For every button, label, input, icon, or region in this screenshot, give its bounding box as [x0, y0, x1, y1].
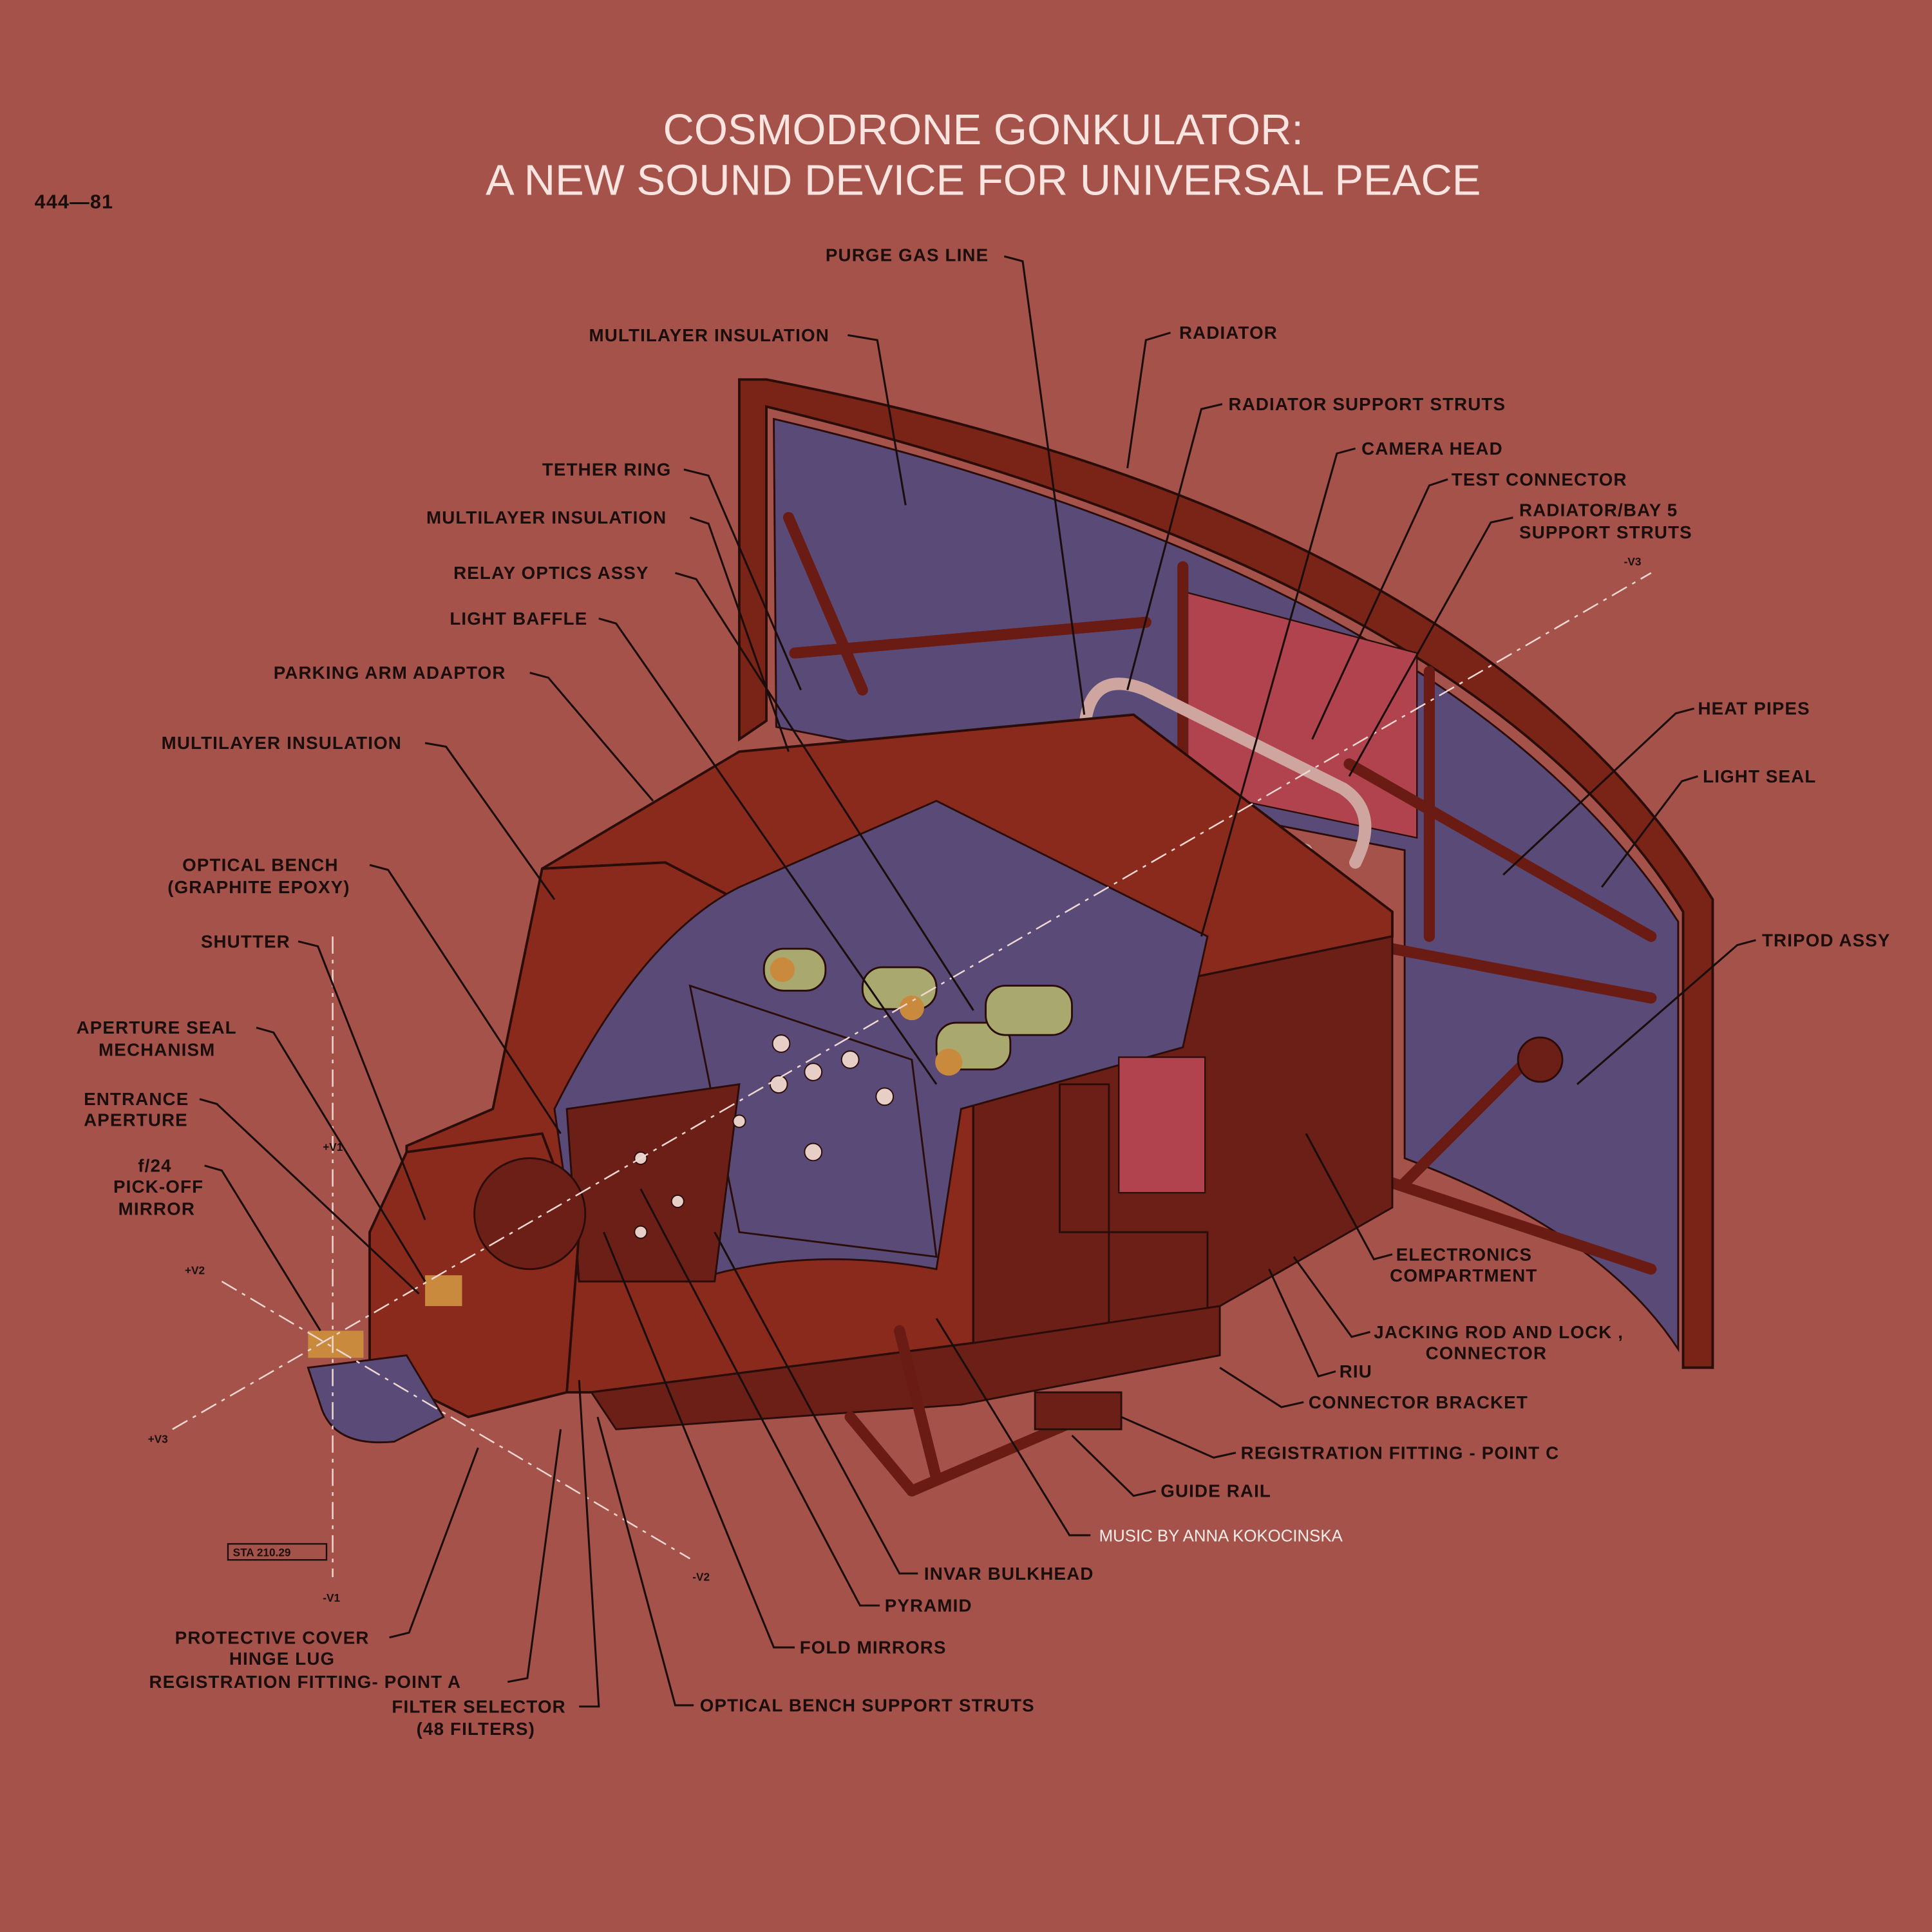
label-optical-bench-struts: OPTICAL BENCH SUPPORT STRUTS: [700, 1696, 1035, 1716]
label-aperture-seal-line1: APERTURE SEAL: [77, 1018, 237, 1037]
label-radiator: RADIATOR: [1179, 323, 1278, 343]
label-optical-bench-line1: OPTICAL BENCH: [182, 855, 338, 875]
label-electronics-line1: ELECTRONICS: [1396, 1244, 1532, 1264]
axis-plus-v3: +V3: [148, 1432, 168, 1445]
label-entrance-line1: ENTRANCE: [84, 1089, 189, 1109]
label-light-baffle: LIGHT BAFFLE: [450, 609, 587, 629]
axis-minus-v3: -V3: [1624, 555, 1642, 568]
axis-plus-v1: +V1: [323, 1141, 343, 1153]
label-multilayer-insulation-low: MULTILAYER INSULATION: [162, 733, 402, 753]
label-radiator-bay5-line2: SUPPORT STRUTS: [1519, 522, 1692, 542]
label-pickoff-line2: PICK-OFF: [113, 1177, 204, 1197]
radiator-panel: [773, 417, 1680, 1352]
label-multilayer-insulation-mid: MULTILAYER INSULATION: [426, 507, 667, 527]
label-reg-fitting-a: REGISTRATION FITTING- POINT A: [149, 1672, 462, 1692]
label-riu: RIU: [1340, 1361, 1372, 1381]
label-pickoff-line3: MIRROR: [118, 1198, 195, 1218]
axis-minus-v2: -V2: [692, 1571, 710, 1584]
coordinate-axes: +V1 -V1 +V2 -V2 +V3 -V3 STA 210.29: [148, 555, 1652, 1604]
label-reg-fitting-c: REGISTRATION FITTING - POINT C: [1241, 1443, 1560, 1463]
label-jacking-line2: CONNECTOR: [1426, 1343, 1548, 1363]
label-protective-cover-line1: PROTECTIVE COVER: [175, 1627, 370, 1647]
label-fold-mirrors: FOLD MIRRORS: [800, 1638, 947, 1658]
label-pyramid: PYRAMID: [885, 1596, 972, 1616]
music-credit: MUSIC BY ANNA KOKOCINSKA: [1099, 1527, 1343, 1545]
label-filter-selector-line1: FILTER SELECTOR: [392, 1696, 565, 1716]
label-tripod-assy: TRIPOD ASSY: [1762, 930, 1891, 950]
device-illustration: [307, 378, 1714, 1497]
title-line-1: COSMODRONE GONKULATOR:: [663, 106, 1303, 154]
station-label: STA 210.29: [233, 1546, 291, 1558]
label-parking-arm: PARKING ARM ADAPTOR: [274, 663, 506, 683]
label-camera-head: CAMERA HEAD: [1361, 439, 1503, 459]
label-optical-bench-line2: (GRAPHITE EPOXY): [167, 877, 350, 897]
label-test-connector: TEST CONNECTOR: [1452, 469, 1627, 489]
label-radiator-bay5-line1: RADIATOR/BAY 5: [1519, 500, 1678, 520]
label-shutter: SHUTTER: [201, 931, 290, 951]
label-multilayer-insulation-top: MULTILAYER INSULATION: [589, 325, 829, 345]
leader-lines: [199, 255, 1756, 1708]
label-filter-selector-line2: (48 FILTERS): [417, 1719, 535, 1739]
label-protective-cover-line2: HINGE LUG: [229, 1649, 335, 1669]
label-connector-bracket: CONNECTOR BRACKET: [1309, 1392, 1528, 1412]
axis-minus-v1: -V1: [323, 1591, 340, 1604]
label-guide-rail: GUIDE RAIL: [1160, 1481, 1271, 1501]
label-relay-optics: RELAY OPTICS ASSY: [453, 563, 649, 583]
pyramid-plate: [565, 1083, 741, 1283]
callout-labels: PURGE GAS LINE MULTILAYER INSULATION RAD…: [77, 245, 1891, 1739]
label-aperture-seal-line2: MECHANISM: [99, 1040, 215, 1060]
label-invar-bulkhead: INVAR BULKHEAD: [924, 1564, 1094, 1584]
label-electronics-line2: COMPARTMENT: [1390, 1265, 1537, 1285]
label-entrance-line2: APERTURE: [84, 1110, 188, 1130]
label-pickoff-line1: f/24: [138, 1156, 171, 1176]
title-line-2: A NEW SOUND DEVICE FOR UNIVERSAL PEACE: [486, 156, 1481, 204]
label-radiator-support-struts: RADIATOR SUPPORT STRUTS: [1229, 394, 1506, 414]
label-heat-pipes: HEAT PIPES: [1698, 699, 1810, 719]
axis-plus-v2: +V2: [185, 1264, 205, 1276]
label-purge-gas-line: PURGE GAS LINE: [826, 245, 989, 265]
figure-number: 444—81: [35, 191, 114, 213]
label-light-seal: LIGHT SEAL: [1703, 766, 1816, 786]
electronics-board: [1118, 1056, 1206, 1194]
label-jacking-line1: JACKING ROD AND LOCK ,: [1374, 1322, 1624, 1342]
label-tether-ring: TETHER RING: [542, 460, 672, 480]
